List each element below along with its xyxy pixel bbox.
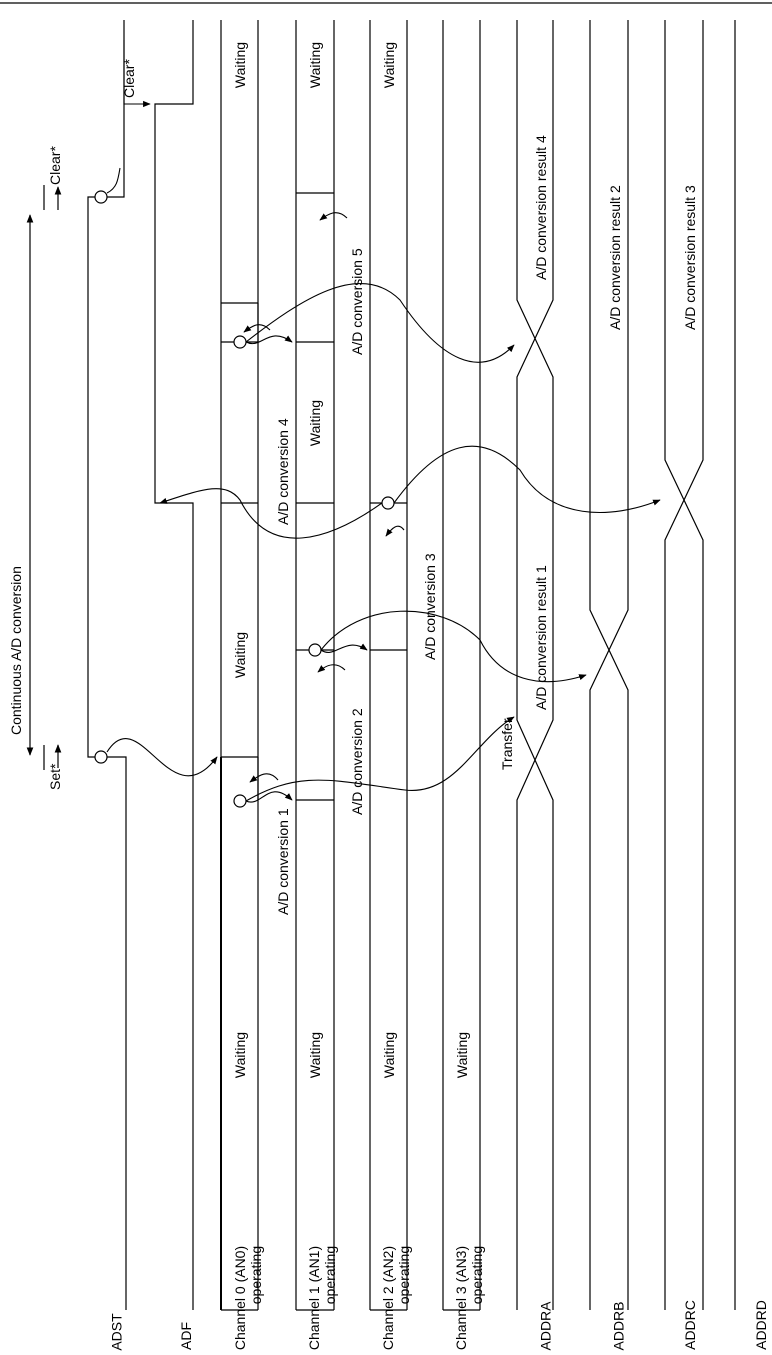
channel-1-waveform: [295, 20, 335, 1311]
waiting-ch2-b: Waiting: [381, 42, 397, 88]
channel-2-waveform: [369, 20, 408, 1311]
waiting-ch1-a: Waiting: [307, 1032, 323, 1078]
trigger-circles: [94, 190, 395, 808]
conv5-label: A/D conversion 5: [349, 248, 365, 355]
clear-adst-label: Clear*: [47, 146, 63, 185]
result4-label: A/D conversion result 4: [533, 135, 549, 280]
transfer-label: Transfer: [499, 718, 515, 770]
addra-waveform: [516, 20, 554, 1310]
waiting-ch0-b: Waiting: [232, 632, 248, 678]
waiting-ch0-a: Waiting: [232, 1032, 248, 1078]
waiting-ch2-a: Waiting: [381, 1032, 397, 1078]
addrc-waveform: [664, 20, 704, 1310]
waiting-ch1-c: Waiting: [307, 42, 323, 88]
adf-clear-arrow: [123, 40, 151, 108]
result1-label: A/D conversion result 1: [533, 565, 549, 710]
result2-label: A/D conversion result 2: [607, 185, 623, 330]
conv4-label: A/D conversion 4: [275, 418, 291, 525]
conv2-label: A/D conversion 2: [349, 708, 365, 815]
annotations: Continuous A/D conversion Set* Clear* Cl…: [8, 42, 698, 1078]
channel-0-waveform: [220, 20, 259, 1311]
conv3-label: A/D conversion 3: [422, 553, 438, 660]
conv1-label: A/D conversion 1: [275, 808, 291, 915]
continuous-label: Continuous A/D conversion: [8, 566, 24, 735]
causality-arrows: [106, 167, 661, 803]
adf-waveform: [154, 20, 194, 1310]
waiting-ch0-c: Waiting: [232, 42, 248, 88]
channel-3-waveform: [442, 20, 481, 1311]
result3-label: A/D conversion result 3: [682, 185, 698, 330]
clear-adf-label: Clear*: [121, 59, 137, 98]
waiting-ch3: Waiting: [454, 1032, 470, 1078]
set-label: Set*: [47, 763, 63, 790]
waiting-ch1-b: Waiting: [307, 400, 323, 446]
continuous-span: [26, 185, 62, 770]
adst-waveform: [87, 20, 127, 1310]
waveforms: [87, 20, 736, 1311]
addrb-waveform: [589, 20, 629, 1310]
